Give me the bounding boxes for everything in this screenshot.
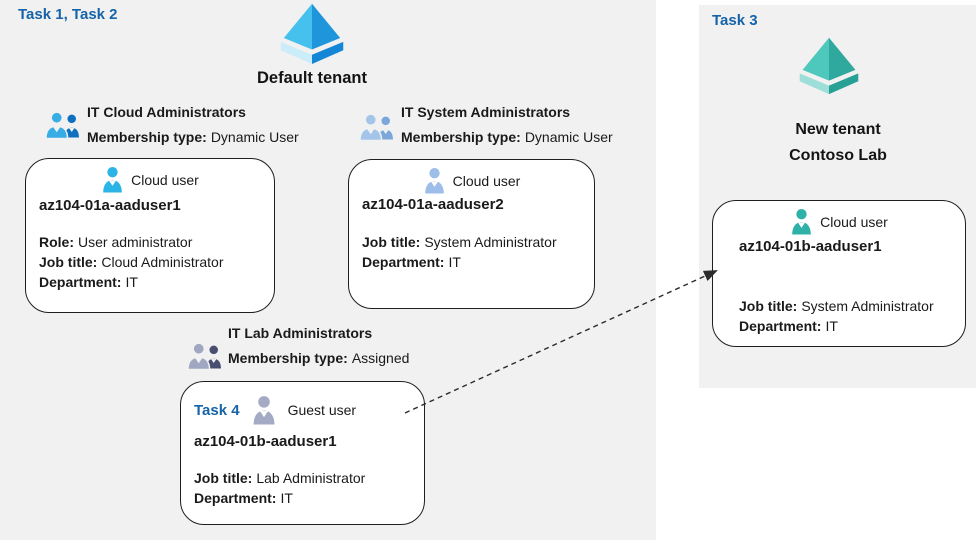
field-job-title: Job title:System Administrator (739, 298, 934, 314)
membership-label: Membership type: (228, 350, 348, 366)
user-fields: Job title:Lab Administrator Department:I… (194, 468, 365, 508)
card-header: Cloud user (26, 166, 274, 193)
user-type-label: Cloud user (820, 213, 888, 230)
group-icon (359, 113, 393, 141)
cloud-user-icon (424, 168, 444, 194)
field-job-title: Job title:Cloud Administrator (39, 254, 224, 270)
group-name: IT Lab Administrators (228, 325, 373, 341)
field-department: Department:IT (739, 318, 838, 334)
membership-value: Assigned (351, 350, 410, 366)
user-type-label: Guest user (287, 402, 357, 418)
group-name: IT Cloud Administrators (87, 104, 246, 120)
field-department: Department:IT (362, 254, 461, 270)
user-type-label: Cloud user (452, 172, 521, 189)
user-card-aaduser1: Cloud user az104-01a-aaduser1 Role:User … (25, 158, 275, 313)
user-type-label: Cloud user (131, 171, 199, 188)
membership-label: Membership type: (87, 129, 207, 145)
azure-ad-new-tenant-icon (799, 37, 859, 95)
username: az104-01a-aaduser1 (39, 197, 181, 214)
guest-user-icon (253, 396, 274, 425)
task-1-2-label: Task 1, Task 2 (18, 6, 118, 23)
group-membership: Membership type:Dynamic User (401, 129, 613, 145)
cloud-user-icon (103, 167, 122, 193)
field-department: Department:IT (194, 490, 293, 506)
username: az104-01b-aaduser1 (194, 433, 337, 450)
card-header: Cloud user (713, 208, 965, 235)
group-icon (45, 111, 79, 139)
user-card-aaduser2: Cloud user az104-01a-aaduser2 Job title:… (348, 159, 595, 309)
default-tenant-title: Default tenant (256, 69, 367, 87)
task-4-label: Task 4 (194, 401, 240, 419)
username: az104-01b-aaduser1 (739, 238, 882, 255)
new-tenant-title-line2: Contoso Lab (789, 147, 887, 164)
group-name: IT System Administrators (401, 104, 571, 120)
field-job-title: Job title:System Administrator (362, 234, 557, 250)
group-membership: Membership type:Assigned (228, 350, 409, 366)
field-role: Role:User administrator (39, 234, 193, 250)
new-tenant-user-card: Cloud user az104-01b-aaduser1 Job title:… (712, 200, 966, 347)
group-membership: Membership type:Dynamic User (87, 129, 299, 145)
membership-label: Membership type: (401, 129, 521, 145)
membership-value: Dynamic User (524, 129, 613, 145)
task-3-label: Task 3 (712, 12, 758, 29)
card-header: Task 4 Guest user (194, 395, 424, 425)
user-fields: Job title:System Administrator Departmen… (739, 296, 934, 336)
azure-ad-tenant-icon (280, 3, 344, 64)
user-fields: Job title:System Administrator Departmen… (362, 232, 557, 272)
new-tenant-title-line1: New tenant (795, 121, 881, 138)
field-job-title: Job title:Lab Administrator (194, 470, 366, 486)
group-icon (187, 342, 221, 370)
guest-user-card: Task 4 Guest user az104-01b-aaduser1 Job… (180, 381, 425, 525)
field-department: Department:IT (39, 274, 138, 290)
membership-value: Dynamic User (210, 129, 299, 145)
username: az104-01a-aaduser2 (362, 196, 504, 213)
user-fields: Role:User administrator Job title:Cloud … (39, 232, 224, 292)
card-header: Cloud user (349, 167, 594, 194)
cloud-user-icon (792, 209, 811, 235)
